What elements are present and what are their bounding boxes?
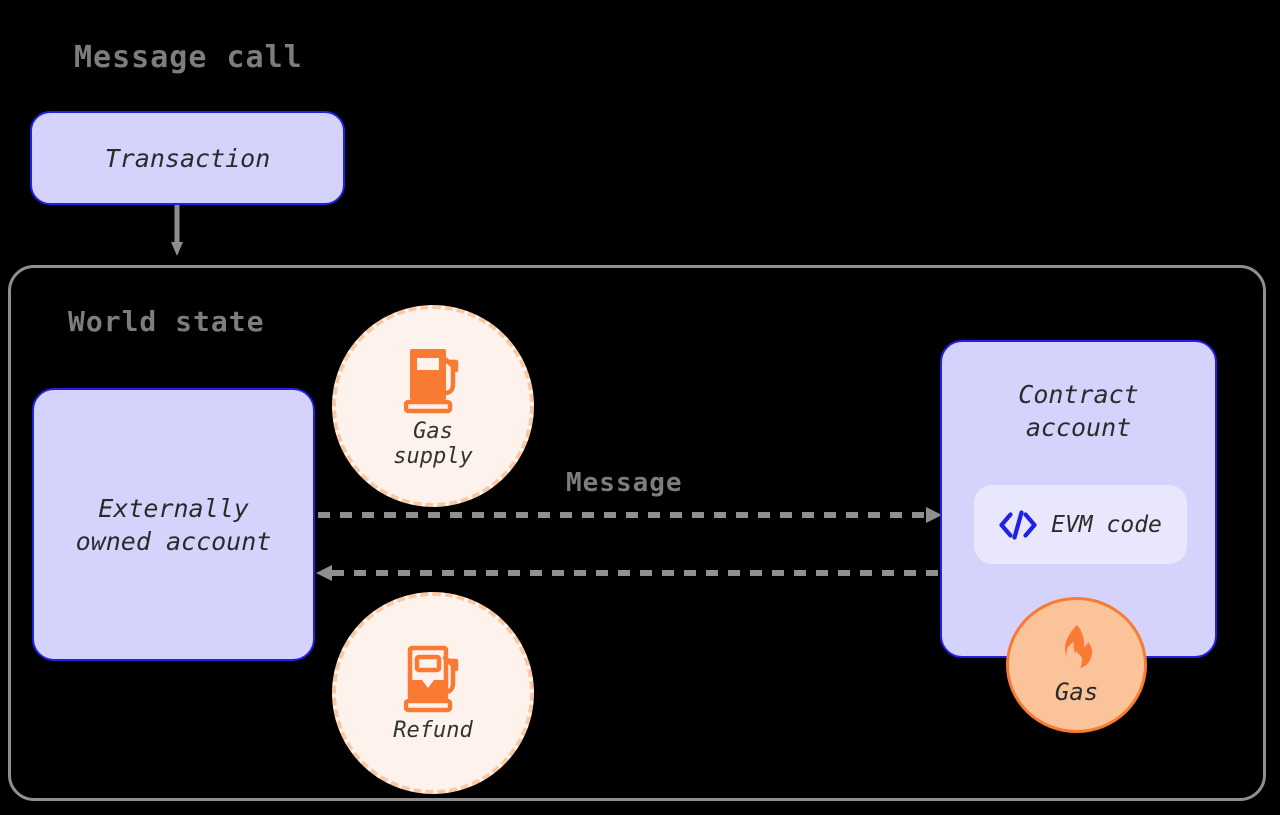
badge-gas[interactable]: Gas [1006,597,1147,733]
node-contract-account[interactable]: Contract account EVM code [940,340,1217,658]
gas-pump-full-icon [404,343,462,415]
node-contract-account-label: Contract account [1018,380,1139,442]
connector-message-label: Message [566,468,683,498]
flame-icon [1053,624,1101,676]
code-brackets-icon [999,509,1037,540]
node-externally-owned-account[interactable]: Externally owned account [32,388,315,661]
page-title: Message call [74,40,303,75]
node-externally-owned-account-label: Externally owned account [75,493,272,556]
badge-gas-label: Gas [1054,678,1099,706]
chip-evm-code[interactable]: EVM code [974,485,1187,564]
node-transaction[interactable]: Transaction [30,111,345,205]
chip-evm-code-label: EVM code [1051,511,1162,538]
node-transaction-label: Transaction [104,143,271,173]
world-state-title: World state [68,305,265,338]
gas-pump-partial-icon [404,642,462,714]
node-gas-supply-label: Gas supply [393,418,473,469]
node-refund-label: Refund [393,718,473,744]
world-state-container [8,265,1266,801]
node-refund[interactable]: Refund [332,592,534,794]
node-gas-supply[interactable]: Gas supply [332,305,534,507]
